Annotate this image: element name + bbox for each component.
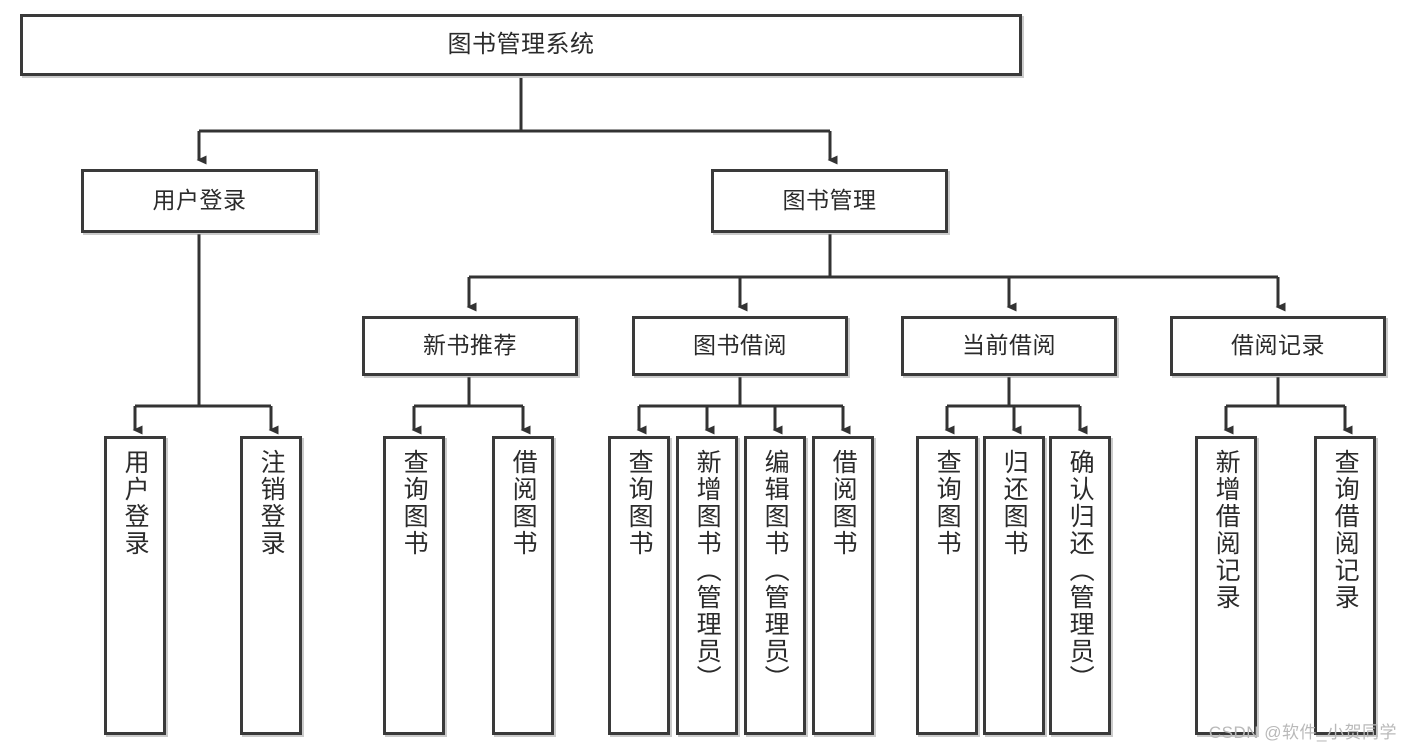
leaf-new-book-borrow-book[interactable]: 借阅图书 <box>492 436 554 735</box>
leaf-current-borrow-return-book[interactable]: 归还图书 <box>983 436 1045 735</box>
node-label: 图书管理 <box>782 187 877 214</box>
leaf-current-borrow-confirm-return-admin[interactable]: 确认归还（管理员） <box>1049 436 1111 735</box>
leaf-label: 查询图书 <box>933 449 962 557</box>
leaf-label: 借阅图书 <box>509 449 538 557</box>
node-book-borrowing[interactable]: 图书借阅 <box>632 316 848 376</box>
node-label: 图书管理系统 <box>447 30 595 58</box>
leaf-label: 归还图书 <box>1000 449 1029 557</box>
csdn-watermark: CSDN @软件_小贺同学 <box>1208 723 1397 742</box>
node-current-borrowing[interactable]: 当前借阅 <box>901 316 1117 376</box>
node-root-book-management-system[interactable]: 图书管理系统 <box>20 14 1022 76</box>
leaf-new-book-query-book[interactable]: 查询图书 <box>383 436 445 735</box>
leaf-current-borrow-query-book[interactable]: 查询图书 <box>916 436 978 735</box>
node-user-login[interactable]: 用户登录 <box>81 169 318 233</box>
leaf-label: 用户登录 <box>121 449 150 557</box>
node-label: 借阅记录 <box>1231 332 1325 359</box>
leaf-label: 查询借阅记录 <box>1331 449 1360 611</box>
leaf-user-login-logout[interactable]: 注销登录 <box>240 436 302 735</box>
node-label: 新书推荐 <box>423 332 517 359</box>
leaf-borrow-record-query-record[interactable]: 查询借阅记录 <box>1314 436 1376 735</box>
leaf-book-borrow-add-book-admin[interactable]: 新增图书（管理员） <box>676 436 738 735</box>
leaf-label: 新增借阅记录 <box>1212 449 1241 611</box>
leaf-label: 新增图书（管理员） <box>693 449 722 692</box>
leaf-label: 借阅图书 <box>829 449 858 557</box>
leaf-book-borrow-edit-book-admin[interactable]: 编辑图书（管理员） <box>744 436 806 735</box>
leaf-label: 查询图书 <box>400 449 429 557</box>
leaf-book-borrow-query-book[interactable]: 查询图书 <box>608 436 670 735</box>
leaf-label: 编辑图书（管理员） <box>761 449 790 692</box>
node-label: 图书借阅 <box>693 332 787 359</box>
leaf-label: 查询图书 <box>625 449 654 557</box>
node-label: 当前借阅 <box>962 332 1056 359</box>
leaf-label: 确认归还（管理员） <box>1066 449 1095 692</box>
node-new-book-recommendation[interactable]: 新书推荐 <box>362 316 578 376</box>
node-label: 用户登录 <box>152 187 247 214</box>
leaf-user-login-login[interactable]: 用户登录 <box>104 436 166 735</box>
leaf-borrow-record-add-record[interactable]: 新增借阅记录 <box>1195 436 1257 735</box>
node-borrowing-record[interactable]: 借阅记录 <box>1170 316 1386 376</box>
leaf-book-borrow-borrow-book[interactable]: 借阅图书 <box>812 436 874 735</box>
node-book-management[interactable]: 图书管理 <box>711 169 948 233</box>
leaf-label: 注销登录 <box>257 449 286 557</box>
